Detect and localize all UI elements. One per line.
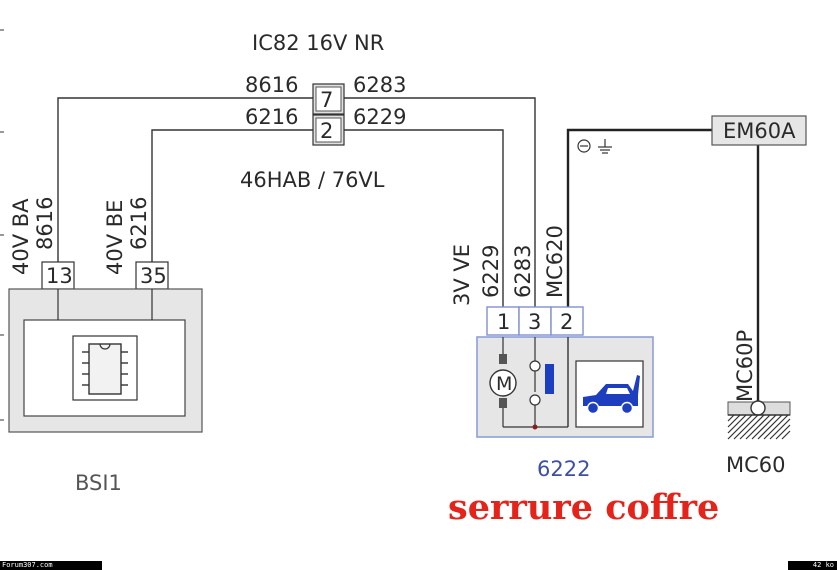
mc60p-label: MC60P — [733, 330, 757, 402]
wire-6216-6229 — [151, 129, 504, 307]
wire-label-3v-ve: 3V VE — [450, 244, 474, 306]
chip-icon — [72, 335, 138, 401]
wire-8616-6283 — [57, 97, 536, 307]
lock-code-label: 6222 — [537, 457, 590, 481]
footer-site-label: Forum307.com — [0, 561, 102, 570]
margin-ticks — [0, 29, 4, 421]
mc60-label: MC60 — [726, 453, 786, 477]
wire-label-6229-vertical: 6229 — [479, 245, 503, 298]
lock-pin-2: 2 — [560, 310, 573, 334]
bsi-pin-13-box: 13 — [41, 261, 75, 290]
bsi-pin-35: 35 — [140, 264, 167, 288]
harness-label: 46HAB / 76VL — [240, 168, 385, 192]
motor-icon: M — [489, 354, 517, 427]
wire-label-6216: 6216 — [245, 105, 298, 129]
em60a-label: EM60A — [723, 119, 796, 143]
lock-pin-3: 3 — [528, 310, 541, 334]
wire-label-8616-vertical: 8616 — [33, 197, 57, 250]
motor-symbol: M — [496, 373, 512, 395]
wire-label-mc620-vertical: MC620 — [543, 225, 567, 298]
wire-label-6216-vertical: 6216 — [127, 197, 151, 250]
em60a-box: EM60A — [711, 115, 807, 146]
diagram-title: serrure coffre — [448, 487, 719, 528]
bsi-module — [8, 288, 203, 433]
bsi-pin-13: 13 — [46, 264, 73, 288]
ground-block-mc60 — [727, 400, 791, 440]
bsi-label: BSI1 — [75, 471, 122, 495]
trunk-lock-module: M — [476, 336, 654, 438]
ground-symbol-icon — [577, 139, 612, 154]
lock-pin-boxes: 1 3 2 — [486, 306, 584, 336]
car-trunk-icon — [575, 360, 644, 428]
wire-mc620 — [566, 128, 712, 307]
wire-label-8616: 8616 — [245, 73, 298, 97]
bsi-pin-35-box: 35 — [135, 261, 169, 290]
splice-pin-2: 2 — [320, 119, 333, 143]
wire-label-40v-be: 40V BE — [103, 200, 127, 275]
splice-connector: 7 2 — [312, 83, 345, 146]
wire-label-6283: 6283 — [353, 73, 406, 97]
wire-label-6283-vertical: 6283 — [511, 245, 535, 298]
lock-pin-1: 1 — [497, 310, 510, 334]
wire-label-6229: 6229 — [353, 105, 406, 129]
splice-pin-7: 7 — [320, 88, 333, 112]
switch-icon — [529, 360, 554, 427]
wire-label-40v-ba: 40V BA — [9, 198, 33, 275]
connector-label-ic82: IC82 16V NR — [252, 31, 384, 55]
footer-size-label: 42 ko — [788, 561, 837, 570]
